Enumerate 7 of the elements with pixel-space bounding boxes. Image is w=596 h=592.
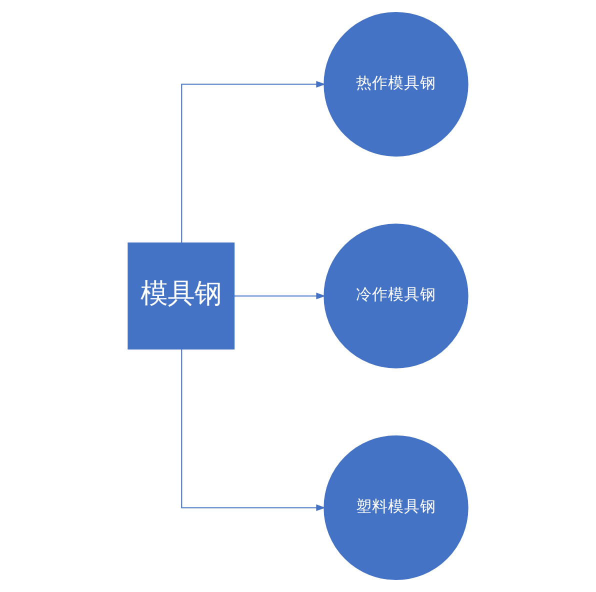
arrow — [234, 292, 326, 300]
node-circle: 热作模具钢 — [324, 12, 468, 157]
node-box: 模具钢 — [128, 242, 235, 350]
node-circle: 塑料模具钢 — [324, 435, 468, 580]
node-circle: 冷作模具钢 — [324, 224, 468, 368]
arrow — [181, 349, 326, 512]
arrow — [181, 80, 326, 243]
